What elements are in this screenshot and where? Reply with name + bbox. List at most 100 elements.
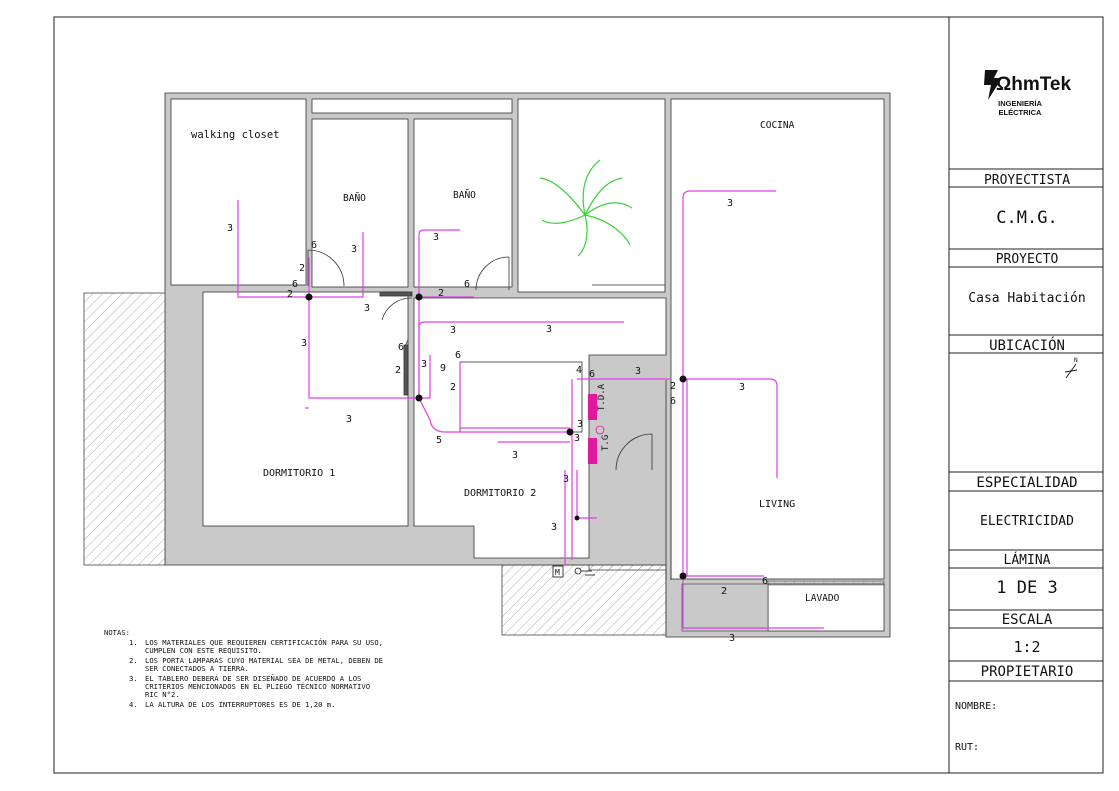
circuit-count-label: 3 <box>635 366 641 377</box>
panel-tda <box>588 394 597 420</box>
logo-subtitle-1: INGENIERÍA <box>998 99 1042 108</box>
room-patio-interior <box>517 98 666 293</box>
panel-tg-label: T.G <box>601 435 611 451</box>
logo-subtitle-2: ELÉCTRICA <box>999 108 1043 117</box>
rut-label: RUT: <box>955 742 979 753</box>
circuit-count-label: 3 <box>577 419 583 430</box>
circuit-count-label: 6 <box>670 396 676 407</box>
note-line: LA ALTURA DE LOS INTERRUPTORES ES DE 1,2… <box>145 700 335 709</box>
circuit-count-label: 6 <box>292 279 298 290</box>
north-arrow-icon: N <box>1064 357 1078 379</box>
ubicacion-label: UBICACIÓN <box>989 336 1065 354</box>
ohmtek-logo: ΩhmTek INGENIERÍA ELÉCTRICA <box>984 70 1071 117</box>
room-bano-1 <box>311 118 409 288</box>
lamina-label: LÁMINA <box>1004 552 1051 568</box>
circuit-labels: 3 2 6 2 6 3 3 3 3 6 2 3 3 6 2 3 6 9 2 3 … <box>227 198 768 644</box>
circuit-count-label: 3 <box>546 324 552 335</box>
circuit-count-label: 6 <box>464 279 470 290</box>
room-upper-strip <box>311 98 513 114</box>
escala-value: 1:2 <box>1013 638 1040 656</box>
label-lavado: LAVADO <box>805 593 840 604</box>
label-cocina: COCINA <box>760 120 795 131</box>
especialidad-label: ESPECIALIDAD <box>976 475 1077 491</box>
note-line: RIC N°2. <box>145 690 180 699</box>
doors <box>307 249 653 471</box>
lightning-bolt-icon <box>984 70 1002 100</box>
note-line: CUMPLEN CON ESTE REQUISITO. <box>145 646 262 655</box>
circuit-count-label: 3 <box>551 522 557 533</box>
junction-dots <box>305 293 687 580</box>
wiring <box>237 190 824 629</box>
circuit-count-label: 3 <box>346 414 352 425</box>
proyecto-label: PROYECTO <box>996 252 1059 267</box>
room-bano-2 <box>413 118 513 288</box>
circuit-count-label: 2 <box>438 288 444 299</box>
ground-point-icon <box>595 425 605 435</box>
room-cocina-living <box>670 98 885 580</box>
floor-plan: T.D.A T.G M walking closet BAÑO BAÑO COC… <box>83 92 891 644</box>
note-line: 1. <box>129 638 138 647</box>
circuit-count-label: 2 <box>450 382 456 393</box>
note-line: CRITERIOS MENCIONADOS EN EL PLIEGO TÉCNI… <box>145 682 370 691</box>
note-line: 4. <box>129 700 138 709</box>
note-line: SER CONECTADOS A TIERRA. <box>145 664 249 673</box>
note-line: EL TABLERO DEBERÁ DE SER DISEÑADO DE ACU… <box>145 674 361 683</box>
circuit-count-label: 3 <box>727 198 733 209</box>
circuit-count-label: 3 <box>739 382 745 393</box>
circuit-count-label: 3 <box>227 223 233 234</box>
circuit-count-label: 3 <box>574 433 580 444</box>
circuit-count-label: 6 <box>455 350 461 361</box>
label-living: LIVING <box>759 499 795 510</box>
laundry-slab <box>681 583 769 632</box>
propietario-label: PROPIETARIO <box>981 664 1074 680</box>
circuit-count-label: 3 <box>729 633 735 644</box>
room-dormitorio-2-closet <box>459 361 583 433</box>
note-line: LOS MATERIALES QUE REQUIEREN CERTIFICACI… <box>145 638 383 647</box>
proyectista-value: C.M.G. <box>996 208 1057 228</box>
circuit-count-label: 4 <box>576 365 582 376</box>
label-dormitorio-2: DORMITORIO 2 <box>464 488 536 499</box>
nombre-label: NOMBRE: <box>955 701 997 712</box>
logo-text: ΩhmTek <box>996 74 1071 95</box>
terrace-south <box>501 564 667 636</box>
circuit-count-label: 3 <box>433 232 439 243</box>
meter-label: M <box>555 568 560 577</box>
title-block: ΩhmTek INGENIERÍA ELÉCTRICA PROYECTISTA … <box>949 70 1103 753</box>
circuit-count-label: 2 <box>395 365 401 376</box>
label-bano-2: BAÑO <box>453 190 476 201</box>
circuit-count-label: 9 <box>440 363 446 374</box>
terrace-west <box>83 292 167 566</box>
label-walking-closet: walking closet <box>191 129 280 141</box>
note-line: 2. <box>129 656 138 665</box>
note-line: LOS PORTA LAMPARAS CUYO MATERIAL SEA DE … <box>145 656 383 665</box>
circuit-count-label: 6 <box>311 240 317 251</box>
plant-icon <box>539 159 633 257</box>
notes-heading: NOTAS: <box>104 628 130 637</box>
lavado-counter <box>767 580 885 586</box>
circuit-count-label: 2 <box>670 381 676 392</box>
circuit-count-label: 3 <box>563 474 569 485</box>
lamina-value: 1 DE 3 <box>996 578 1057 598</box>
circuit-count-label: 2 <box>721 586 727 597</box>
note-line: 3. <box>129 674 138 683</box>
especialidad-value: ELECTRICIDAD <box>980 514 1074 529</box>
circuit-count-label: 6 <box>589 369 595 380</box>
circuit-count-label: 3 <box>512 450 518 461</box>
escala-label: ESCALA <box>1002 612 1053 628</box>
circuit-count-label: 3 <box>301 338 307 349</box>
label-dormitorio-1: DORMITORIO 1 <box>263 468 335 479</box>
circuit-count-label: 3 <box>364 303 370 314</box>
circuit-count-label: 2 <box>287 289 293 300</box>
panel-tg <box>588 438 597 464</box>
meter-box-icon <box>552 565 564 578</box>
room-lavado <box>767 583 885 632</box>
sheet-border <box>53 16 1104 774</box>
circuit-count-label: 6 <box>398 342 404 353</box>
circuit-count-label: 3 <box>421 359 427 370</box>
room-dormitorio-1 <box>202 291 409 527</box>
panel-tda-label: T.D.A <box>597 383 607 411</box>
notes: NOTAS: 1. LOS MATERIALES QUE REQUIEREN C… <box>104 628 383 709</box>
proyectista-label: PROYECTISTA <box>984 173 1070 188</box>
circuit-count-label: 2 <box>299 263 305 274</box>
